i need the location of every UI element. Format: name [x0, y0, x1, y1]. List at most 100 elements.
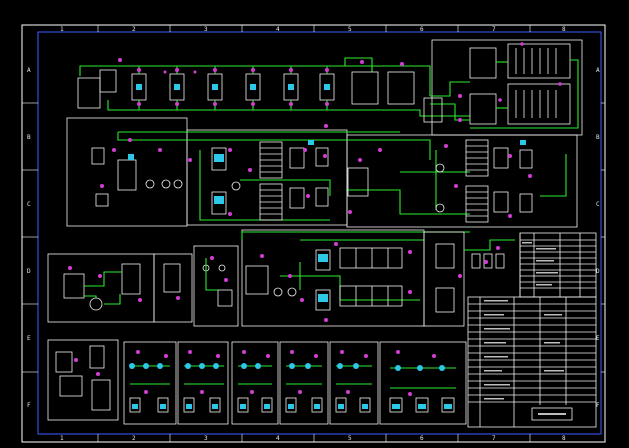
- tank-icon: [519, 149, 533, 169]
- col-label: 8: [562, 26, 566, 33]
- valve-icon: [213, 68, 217, 72]
- row-label: D: [27, 268, 31, 275]
- tank-icon: [89, 345, 105, 369]
- row-labels-right: A B C D E F: [596, 67, 600, 409]
- tank-icon: [129, 397, 141, 413]
- tank-icon: [211, 191, 227, 215]
- tank-icon: [289, 147, 305, 169]
- tank-icon: [315, 147, 329, 167]
- tank-icon: [117, 159, 137, 191]
- tank-icon: [261, 397, 273, 413]
- tank-icon: [389, 397, 403, 413]
- tank-icon: [493, 147, 509, 169]
- tank-icon: [469, 47, 497, 79]
- tank-icon: [59, 375, 83, 397]
- row-label: F: [27, 402, 31, 409]
- row-label: C: [596, 201, 600, 208]
- tank-icon: [77, 77, 101, 109]
- row-label: C: [27, 201, 31, 208]
- tank-icon: [335, 397, 347, 413]
- membrane-module-icon: [339, 247, 403, 269]
- col-label: 4: [276, 435, 280, 442]
- tank-icon: [183, 397, 195, 413]
- pump-icon: [435, 203, 445, 213]
- tank-icon: [285, 397, 297, 413]
- heat-exchanger-icon: [95, 193, 109, 207]
- pump-icon: [435, 163, 445, 173]
- tank-icon: [435, 287, 455, 313]
- auxiliary-units: [47, 245, 239, 327]
- pump-icon: [161, 179, 171, 189]
- row-label: E: [596, 335, 600, 342]
- col-label: 8: [562, 435, 566, 442]
- col-label: 5: [348, 26, 352, 33]
- pump-icon: [145, 179, 155, 189]
- col-label: 7: [492, 26, 496, 33]
- tank-icon: [435, 243, 455, 269]
- pump-icon: [231, 181, 241, 191]
- row-label: F: [596, 402, 600, 409]
- col-label: 6: [420, 26, 424, 33]
- row-labels-left: A B C D E F: [27, 67, 31, 409]
- tank-icon: [55, 351, 73, 373]
- tank-icon: [315, 289, 331, 311]
- row-label: B: [27, 134, 31, 141]
- col-label: 3: [204, 435, 208, 442]
- tank-icon: [217, 289, 233, 307]
- tank-icon: [121, 263, 141, 295]
- col-label: 7: [492, 435, 496, 442]
- tank-icon: [163, 263, 181, 293]
- pump-icon: [173, 179, 183, 189]
- tank-icon: [315, 249, 331, 271]
- pump-icon: [273, 287, 283, 297]
- row-label: A: [596, 67, 600, 74]
- heat-exchanger-icon: [89, 297, 103, 311]
- column-labels-top: 1 2 3 4 5 6 7 8: [60, 26, 566, 33]
- valve-icon: [325, 68, 329, 72]
- col-label: 2: [132, 435, 136, 442]
- pump-icon: [287, 287, 297, 297]
- col-label: 2: [132, 26, 136, 33]
- tank-icon: [311, 397, 323, 413]
- tank-icon: [493, 191, 509, 213]
- tank-icon: [91, 147, 105, 165]
- row-label: E: [27, 335, 31, 342]
- tank-icon: [157, 397, 169, 413]
- top-filter-train: [77, 39, 583, 136]
- tank-icon: [209, 397, 221, 413]
- tank-icon: [415, 397, 429, 413]
- row-label: A: [27, 67, 31, 74]
- col-label: 4: [276, 26, 280, 33]
- tank-icon: [289, 187, 305, 209]
- tank-icon: [91, 379, 111, 411]
- middle-process-block: [66, 117, 578, 228]
- membrane-module-icon: [339, 285, 403, 307]
- valve-icon: [175, 68, 179, 72]
- drawing-frame: [37, 31, 602, 435]
- valve-icon: [137, 68, 141, 72]
- col-label: 1: [60, 435, 64, 442]
- col-label: 1: [60, 26, 64, 33]
- row-label: D: [596, 268, 600, 275]
- col-label: 3: [204, 26, 208, 33]
- tank-icon: [519, 193, 533, 213]
- tank-icon: [469, 93, 497, 125]
- title-block-table: [467, 232, 597, 428]
- tank-icon: [359, 397, 371, 413]
- membrane-module-icon: [507, 43, 571, 79]
- tank-icon: [211, 147, 227, 171]
- tank-icon: [351, 71, 379, 105]
- valve-icon: [251, 68, 255, 72]
- tank-icon: [237, 397, 249, 413]
- tank-icon: [245, 265, 269, 295]
- valve-icon: [289, 68, 293, 72]
- column-labels-bottom: 1 2 3 4 5 6 7 8: [60, 435, 566, 442]
- tank-icon: [99, 69, 117, 93]
- tank-icon: [441, 397, 455, 413]
- membrane-module-icon: [507, 83, 571, 125]
- tank-icon: [315, 187, 329, 207]
- tank-icon: [347, 167, 369, 197]
- zone-ticks: [22, 25, 605, 442]
- tank-icon: [387, 71, 415, 105]
